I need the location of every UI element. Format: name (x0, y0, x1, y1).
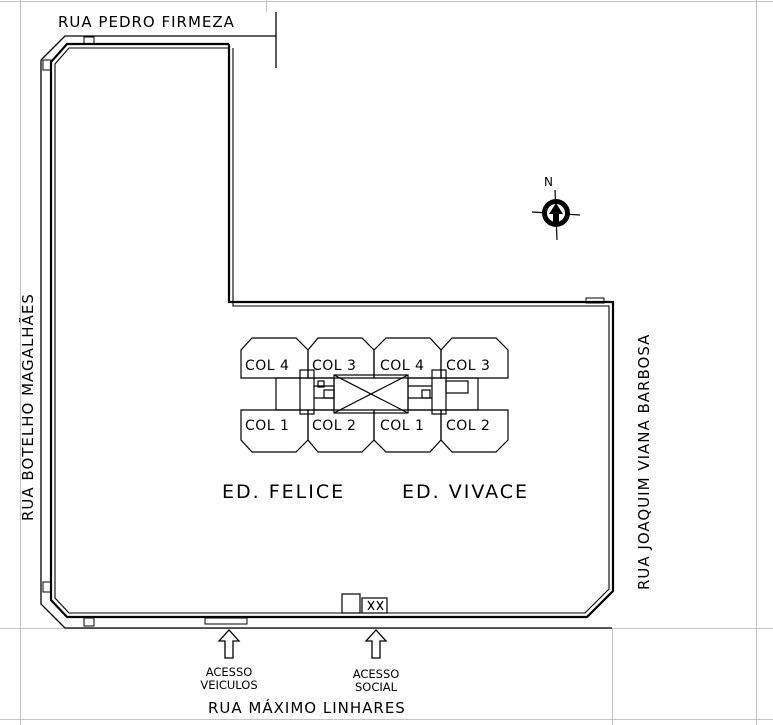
felice-col1-label: COL 1 (245, 418, 289, 434)
access-social-line1: ACESSO (353, 667, 400, 681)
vivace-col4-label: COL 4 (380, 358, 424, 374)
access-vehicles-line1: ACESSO (206, 665, 253, 679)
street-north-label: RUA PEDRO FIRMEZA (58, 13, 235, 31)
north-label: N (544, 175, 553, 189)
building-felice (240, 337, 375, 453)
vivace-col1-label: COL 1 (380, 418, 424, 434)
building-vivace-name: ED. VIVACE (402, 481, 529, 503)
arrow-up-icon (217, 629, 241, 659)
vivace-col3-label: COL 3 (446, 358, 490, 374)
felice-col4-label: COL 4 (245, 358, 289, 374)
access-social-line2: SOCIAL (355, 680, 398, 694)
street-boundary-lines (40, 12, 612, 629)
street-east-label: RUA JOAQUIM VIANA BARBOSA (635, 334, 653, 590)
felice-col2-label: COL 2 (312, 418, 356, 434)
central-core (333, 374, 409, 414)
building-vivace (373, 337, 509, 453)
arrow-up-icon (364, 629, 388, 659)
access-vehicles-line2: VEICULOS (200, 678, 257, 692)
gatehouse (341, 593, 388, 614)
vivace-col2-label: COL 2 (446, 418, 490, 434)
felice-col3-label: COL 3 (312, 358, 356, 374)
street-south-label: RUA MÁXIMO LINHARES (208, 698, 406, 717)
street-west-label: RUA BOTELHO MAGALHÃES (18, 293, 37, 521)
building-felice-name: ED. FELICE (222, 481, 345, 503)
north-arrow-icon (531, 189, 581, 241)
boundary-markers (42, 36, 605, 627)
property-outline (49, 42, 615, 619)
